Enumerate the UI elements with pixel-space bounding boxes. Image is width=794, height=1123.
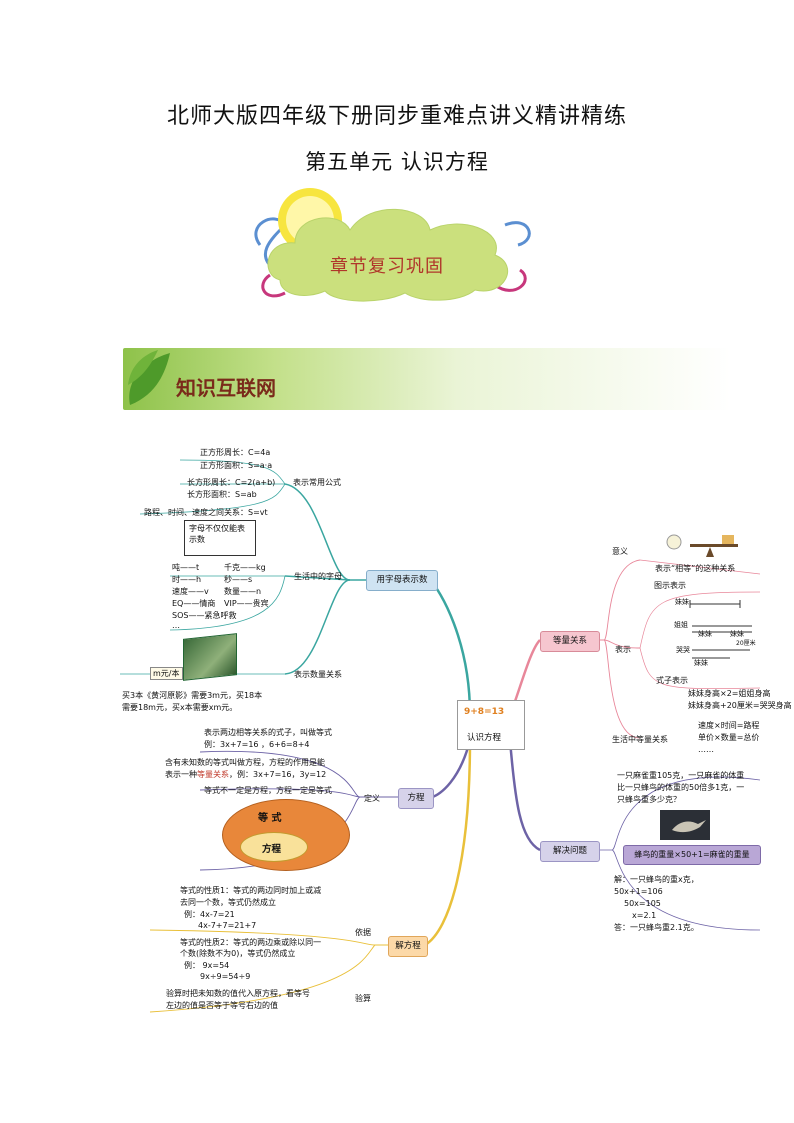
seesaw-icon	[666, 534, 738, 557]
equation-ellipse	[240, 832, 308, 862]
leaf-icon	[128, 350, 170, 405]
definition-text: 含有未知数的等式叫做方程，方程的作用是能	[165, 758, 325, 767]
bar-diagram	[689, 600, 752, 659]
definition-text: 表示两边相等关系的式子，叫做等式	[204, 728, 332, 737]
formula-text: 妹妹身高+20厘米=哭哭身高	[688, 701, 792, 710]
formula-item: 长方形周长：C=2(a+b)	[187, 478, 276, 487]
check-text: 左边的值是否等于等号右边的值	[166, 1001, 278, 1010]
cloud-shape	[267, 208, 508, 302]
formula-text: 妹妹身高×2=姐姐身高	[688, 689, 771, 698]
node-meaning[interactable]: 意义	[612, 547, 628, 556]
swirl-right-pink	[494, 268, 527, 292]
equation-label: 方程	[262, 844, 282, 855]
letter-item: 吨——t	[172, 563, 200, 572]
book-icon	[183, 633, 237, 681]
property-text: 去同一个数，等式仍然成立	[180, 898, 276, 907]
bar-label: 妹妹	[698, 630, 712, 638]
node-equal-relation[interactable]: 等量关系	[540, 631, 600, 652]
problem-text: 只蜂鸟重多少克？	[617, 795, 681, 804]
definition-text: 等式不一定是方程，方程一定是等式	[204, 786, 332, 795]
cloud-banner	[254, 188, 531, 302]
problem-text: 一只麻雀重105克，一只麻雀的体重	[617, 771, 745, 780]
bar-label: 妹妹	[694, 659, 708, 667]
quantity-text: 买3本《黄河原影》需要3m元，买18本	[122, 691, 263, 700]
life-text: ……	[698, 745, 714, 754]
check-text: 验算时把未知数的值代入原方程，看等号	[166, 989, 310, 998]
letter-item: 千克——kg	[224, 563, 266, 572]
bar-label: 妹妹	[730, 630, 744, 638]
node-check[interactable]: 验算	[355, 994, 371, 1003]
center-badge: 9+8=13	[464, 707, 505, 717]
equality-label: 等 式	[258, 813, 282, 824]
letter-item: VIP——贵宾	[224, 599, 269, 608]
solution-text: x=2.1	[632, 911, 657, 920]
bar-label: 哭哭	[676, 646, 690, 654]
letter-item: EQ——情商	[172, 599, 216, 608]
node-quantity[interactable]: 表示数量关系	[294, 670, 342, 679]
center-node[interactable]: 9+8=13 认识方程	[457, 700, 525, 750]
formula-item: 路程、时间、速度之间关系：S=vt	[144, 508, 268, 517]
letter-item: 秒——s	[224, 575, 253, 584]
formula-item: 长方形面积：S=ab	[187, 490, 257, 499]
formula-item: 正方形面积：S=a·a	[200, 461, 273, 470]
node-basis[interactable]: 依据	[355, 928, 371, 937]
problem-text: 比一只蜂鸟的体重的50倍多1克，一	[617, 783, 745, 792]
solution-text: 50x=105	[624, 899, 661, 908]
node-daily-letters[interactable]: 生活中的字母	[294, 572, 342, 581]
node-definition[interactable]: 定义	[364, 794, 380, 803]
letter-item: SOS——紧急呼救	[172, 611, 237, 620]
speech-bubble: 字母不仅仅能表示数	[184, 520, 256, 556]
node-letters[interactable]: 用字母表示数	[366, 570, 438, 591]
solution-text: 50x+1=106	[614, 887, 663, 896]
center-label: 认识方程	[467, 733, 502, 743]
hummingbird-photo	[660, 810, 710, 840]
unit-title: 第五单元 认识方程	[305, 150, 489, 174]
solution-text: 解：一只蜂鸟的重x克，	[614, 875, 699, 884]
definition-text: 例：3x+7=16 ，6+6=8+4	[204, 740, 310, 749]
node-solve-problem[interactable]: 解决问题	[540, 841, 600, 862]
property-text: 9x÷9=54÷9	[200, 972, 251, 981]
section-title: 知识互联网	[176, 376, 276, 400]
relation-box: 蜂鸟的重量×50+1=麻雀的重量	[623, 845, 761, 865]
node-life-relation[interactable]: 生活中等量关系	[612, 735, 668, 744]
property-text: 4x-7+7=21+7	[198, 921, 257, 930]
solution-text: 答：一只蜂鸟重2.1克。	[614, 923, 699, 932]
formula-item: 正方形周长：C=4a	[200, 448, 271, 457]
node-represent[interactable]: 表示	[615, 645, 631, 654]
bar-label: 姐姐	[674, 621, 688, 629]
node-equation[interactable]: 方程	[398, 788, 434, 809]
letter-item: 速度——v	[172, 587, 209, 596]
property-text: 等式的性质2：等式的两边乘或除以同一	[180, 938, 322, 947]
node-formulas[interactable]: 表示常用公式	[293, 478, 341, 487]
property-text: 个数(除数不为0)，等式仍然成立	[180, 949, 296, 958]
node-solve[interactable]: 解方程	[388, 936, 428, 957]
letter-item: …	[172, 621, 180, 630]
life-text: 单价×数量=总价	[698, 733, 760, 742]
letter-item: 时——h	[172, 575, 202, 584]
meaning-text: 表示“相等”的这种关系	[655, 564, 736, 573]
property-text: 例： 9x=54	[184, 961, 230, 970]
section-banner	[123, 348, 731, 410]
bar-label: 20厘米	[736, 640, 756, 647]
life-text: 速度×时间=路程	[698, 721, 760, 730]
price-tag: m元/本	[150, 667, 183, 680]
document-title: 北师大版四年级下册同步重难点讲义精讲精练	[166, 104, 627, 129]
swirl-left-pink	[261, 273, 286, 298]
property-text: 例：4x-7=21	[184, 910, 235, 919]
swirl-right-blue	[504, 221, 531, 247]
bar-label: 妹妹	[675, 598, 689, 606]
cloud-text: 章节复习巩固	[330, 256, 444, 277]
node-formula-represent[interactable]: 式子表示	[656, 676, 688, 685]
definition-text: 表示一种等量关系，例：3x+7=16，3y=12	[165, 770, 327, 779]
property-text: 等式的性质1：等式的两边同时加上或减	[180, 886, 322, 895]
letter-item: 数量——n	[224, 587, 262, 596]
node-diagram[interactable]: 图示表示	[654, 581, 686, 590]
quantity-text: 需要18m元，买x本需要xm元。	[122, 703, 238, 712]
